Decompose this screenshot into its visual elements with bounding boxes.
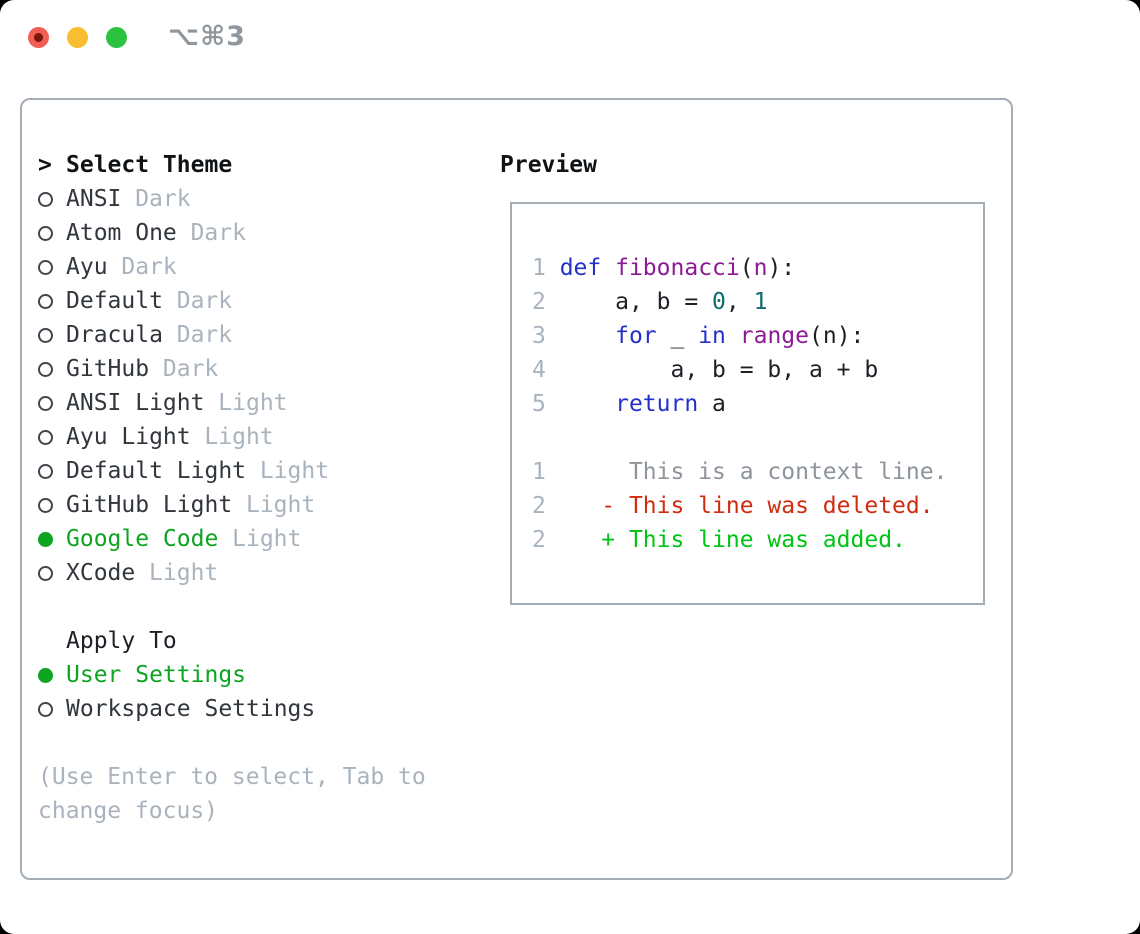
option-variant-label: Light xyxy=(232,526,302,552)
option-variant-label: Dark xyxy=(176,322,233,348)
option-variant-label: Light xyxy=(259,458,330,484)
code-line: 4 a, b = b, a + b xyxy=(532,357,879,383)
selected-radio-icon xyxy=(38,531,53,547)
apply-option[interactable]: User Settings xyxy=(38,658,315,692)
code-line: 3 for _ in range(n): xyxy=(532,323,865,349)
option-label: Google Code xyxy=(66,526,219,552)
option-variant-label: Light xyxy=(218,390,288,416)
help-line: (Use Enter to select, Tab to xyxy=(38,764,426,790)
option-label: ANSI xyxy=(66,186,122,212)
radio-icon xyxy=(38,225,53,241)
code-line: 5 return a xyxy=(532,391,726,417)
radio-icon xyxy=(38,395,53,411)
help-text: (Use Enter to select, Tab to change focus… xyxy=(38,760,426,828)
apply-to-title: Apply To xyxy=(66,628,177,654)
theme-item[interactable]: Google Code Light xyxy=(38,522,329,556)
code-preview: 1 def fibonacci(n): 2 a, b = 0, 1 3 for _ … xyxy=(532,251,983,557)
zoom-button[interactable] xyxy=(106,27,127,48)
theme-item[interactable]: Dracula Dark xyxy=(38,318,329,352)
prompt-icon: > xyxy=(38,152,52,178)
preview-box: 1 def fibonacci(n): 2 a, b = 0, 1 3 for _ … xyxy=(510,202,985,605)
theme-item[interactable]: Default Light Light xyxy=(38,454,329,488)
option-label: User Settings xyxy=(66,662,247,688)
option-label: GitHub Light xyxy=(66,492,233,518)
window-title: ⌥⌘3 xyxy=(168,21,246,52)
radio-icon xyxy=(38,259,53,275)
preview-title: Preview xyxy=(500,152,597,178)
option-label: Dracula xyxy=(66,322,163,348)
code-line: 1 def fibonacci(n): xyxy=(532,255,796,281)
option-label: ANSI Light xyxy=(66,390,205,416)
minimize-button[interactable] xyxy=(67,27,88,48)
theme-item[interactable]: ANSI Dark xyxy=(38,182,329,216)
code-line: 2 a, b = 0, 1 xyxy=(532,289,768,315)
preview-header: Preview xyxy=(500,148,597,182)
option-variant-label: Dark xyxy=(135,186,191,212)
radio-icon xyxy=(38,191,53,207)
code-line: 2 - This line was deleted. xyxy=(532,493,934,519)
option-variant-label: Light xyxy=(245,492,316,518)
unsaved-changes-dot-icon xyxy=(34,33,43,42)
radio-icon xyxy=(38,361,53,377)
radio-icon xyxy=(38,565,53,581)
select-theme-title: Select Theme xyxy=(66,152,233,178)
option-label: Default Light xyxy=(66,458,247,484)
theme-item[interactable]: XCode Light xyxy=(38,556,329,590)
theme-item[interactable]: ANSI Light Light xyxy=(38,386,329,420)
theme-item[interactable]: Ayu Light Light xyxy=(38,420,329,454)
close-button[interactable] xyxy=(28,27,49,48)
code-line xyxy=(532,421,983,455)
option-label: Workspace Settings xyxy=(66,696,316,722)
theme-item[interactable]: Default Dark xyxy=(38,284,329,318)
radio-icon xyxy=(38,327,53,343)
help-line: change focus) xyxy=(38,798,219,824)
theme-item[interactable]: Atom One Dark xyxy=(38,216,329,250)
radio-icon xyxy=(38,293,53,309)
radio-icon xyxy=(38,463,53,479)
option-variant-label: Dark xyxy=(162,356,219,382)
select-theme-header: > Select Theme xyxy=(38,148,329,182)
apply-to-header-row: Apply To xyxy=(38,624,315,658)
option-label: Atom One xyxy=(66,220,177,246)
theme-item[interactable]: Ayu Dark xyxy=(38,250,329,284)
theme-item[interactable]: GitHub Light Light xyxy=(38,488,329,522)
selected-radio-icon xyxy=(38,667,53,683)
apply-option[interactable]: Workspace Settings xyxy=(38,692,315,726)
option-variant-label: Light xyxy=(204,424,274,450)
radio-icon xyxy=(38,701,53,717)
option-variant-label: Dark xyxy=(121,254,177,280)
option-label: GitHub xyxy=(66,356,150,382)
option-variant-label: Dark xyxy=(176,288,233,314)
option-label: Ayu xyxy=(66,254,108,280)
option-label: Default xyxy=(66,288,163,314)
theme-item[interactable]: GitHub Dark xyxy=(38,352,329,386)
code-line: 1 This is a context line. xyxy=(532,459,948,485)
option-variant-label: Dark xyxy=(190,220,246,246)
option-label: Ayu Light xyxy=(66,424,191,450)
radio-icon xyxy=(38,497,53,513)
option-label: XCode xyxy=(66,560,136,586)
code-line: 2 + This line was added. xyxy=(532,527,906,553)
option-variant-label: Light xyxy=(149,560,219,586)
radio-icon xyxy=(38,429,53,445)
